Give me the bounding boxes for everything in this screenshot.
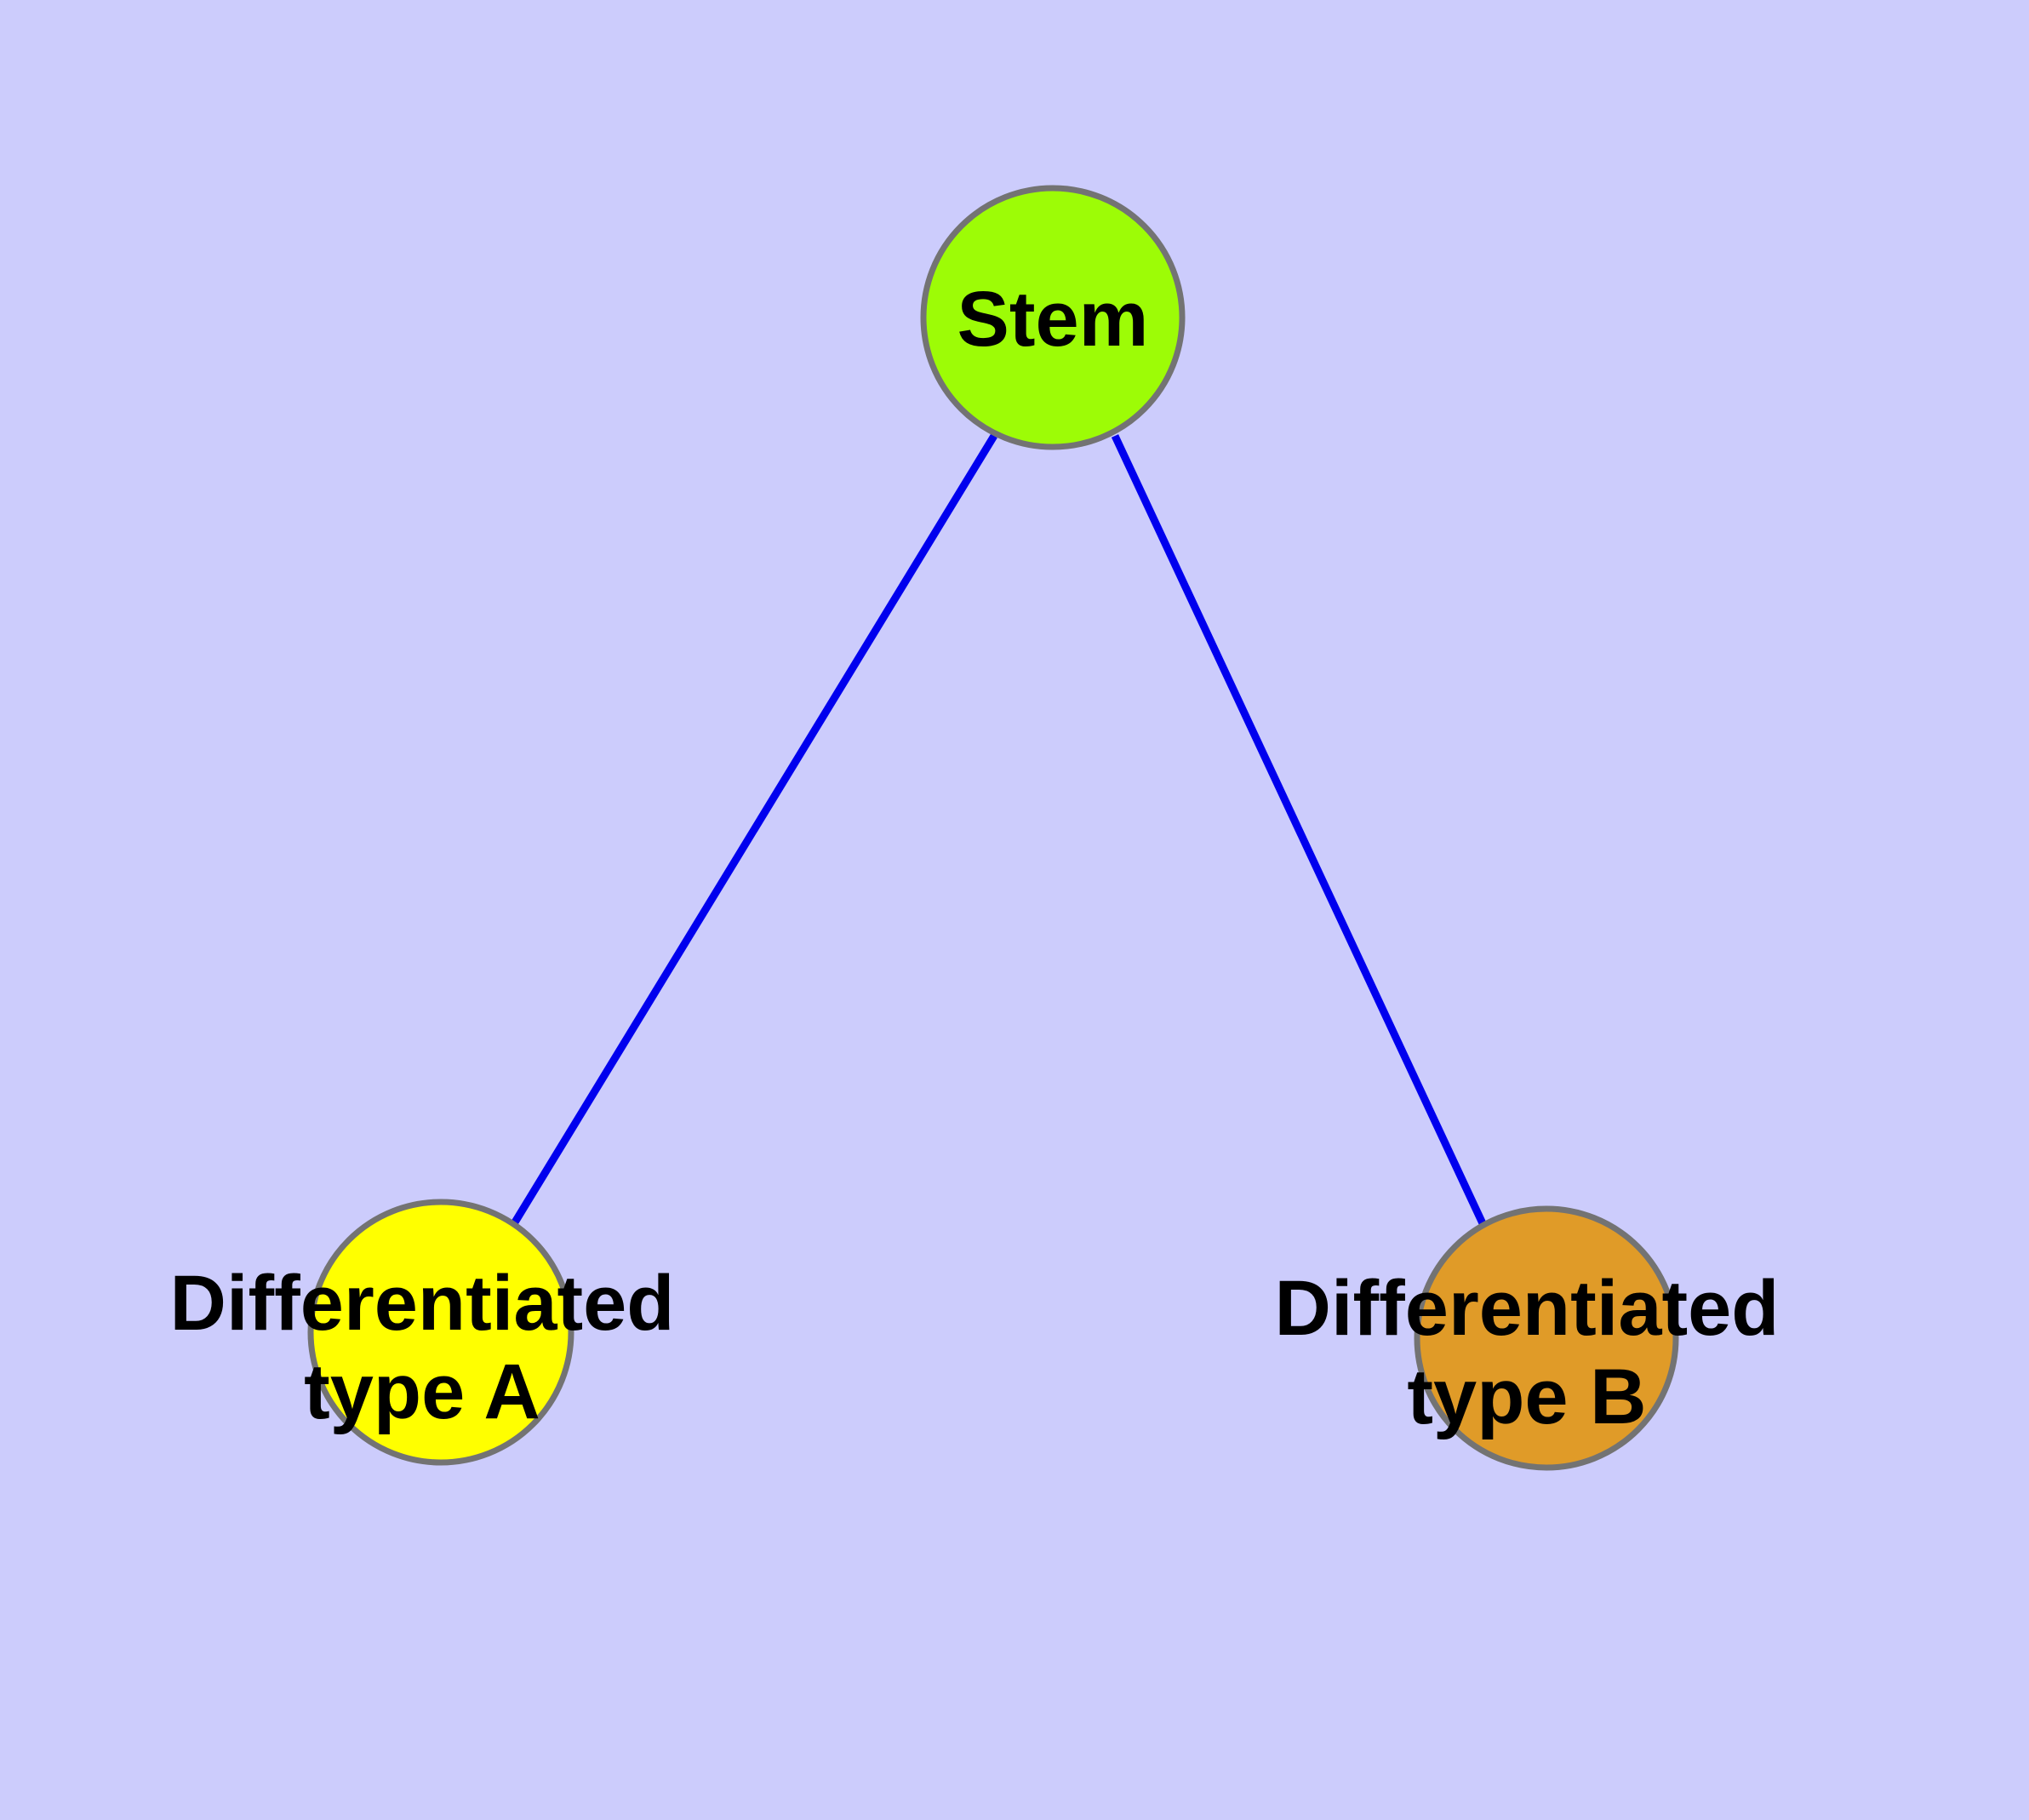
node-stem-circle[interactable] [920, 185, 1186, 450]
node-differentiated-type-a-circle[interactable] [307, 1199, 574, 1466]
node-differentiated-type-b-circle[interactable] [1414, 1205, 1679, 1471]
node-differentiated-type-a-label-line1: Differentiated [170, 1260, 675, 1347]
edge-stem-to-differentiated-type-b[interactable] [1111, 434, 1492, 1236]
node-stem-label: Stem [957, 276, 1149, 363]
node-differentiated-type-b-label-line1: Differentiated [1275, 1265, 1780, 1352]
node-differentiated-type-b[interactable] [1414, 1205, 1679, 1471]
edge-stem-to-differentiated-type-a[interactable] [507, 433, 997, 1232]
node-differentiated-type-a[interactable] [307, 1199, 574, 1466]
node-differentiated-type-b-label-line2: type B [1407, 1354, 1646, 1440]
edge-layer [507, 433, 1492, 1236]
node-stem[interactable] [920, 185, 1186, 450]
node-differentiated-type-a-label-line2: type A [304, 1348, 540, 1435]
label-layer: Stem Differentiated type A Differentiate… [170, 276, 1780, 1440]
node-layer [307, 185, 1679, 1471]
